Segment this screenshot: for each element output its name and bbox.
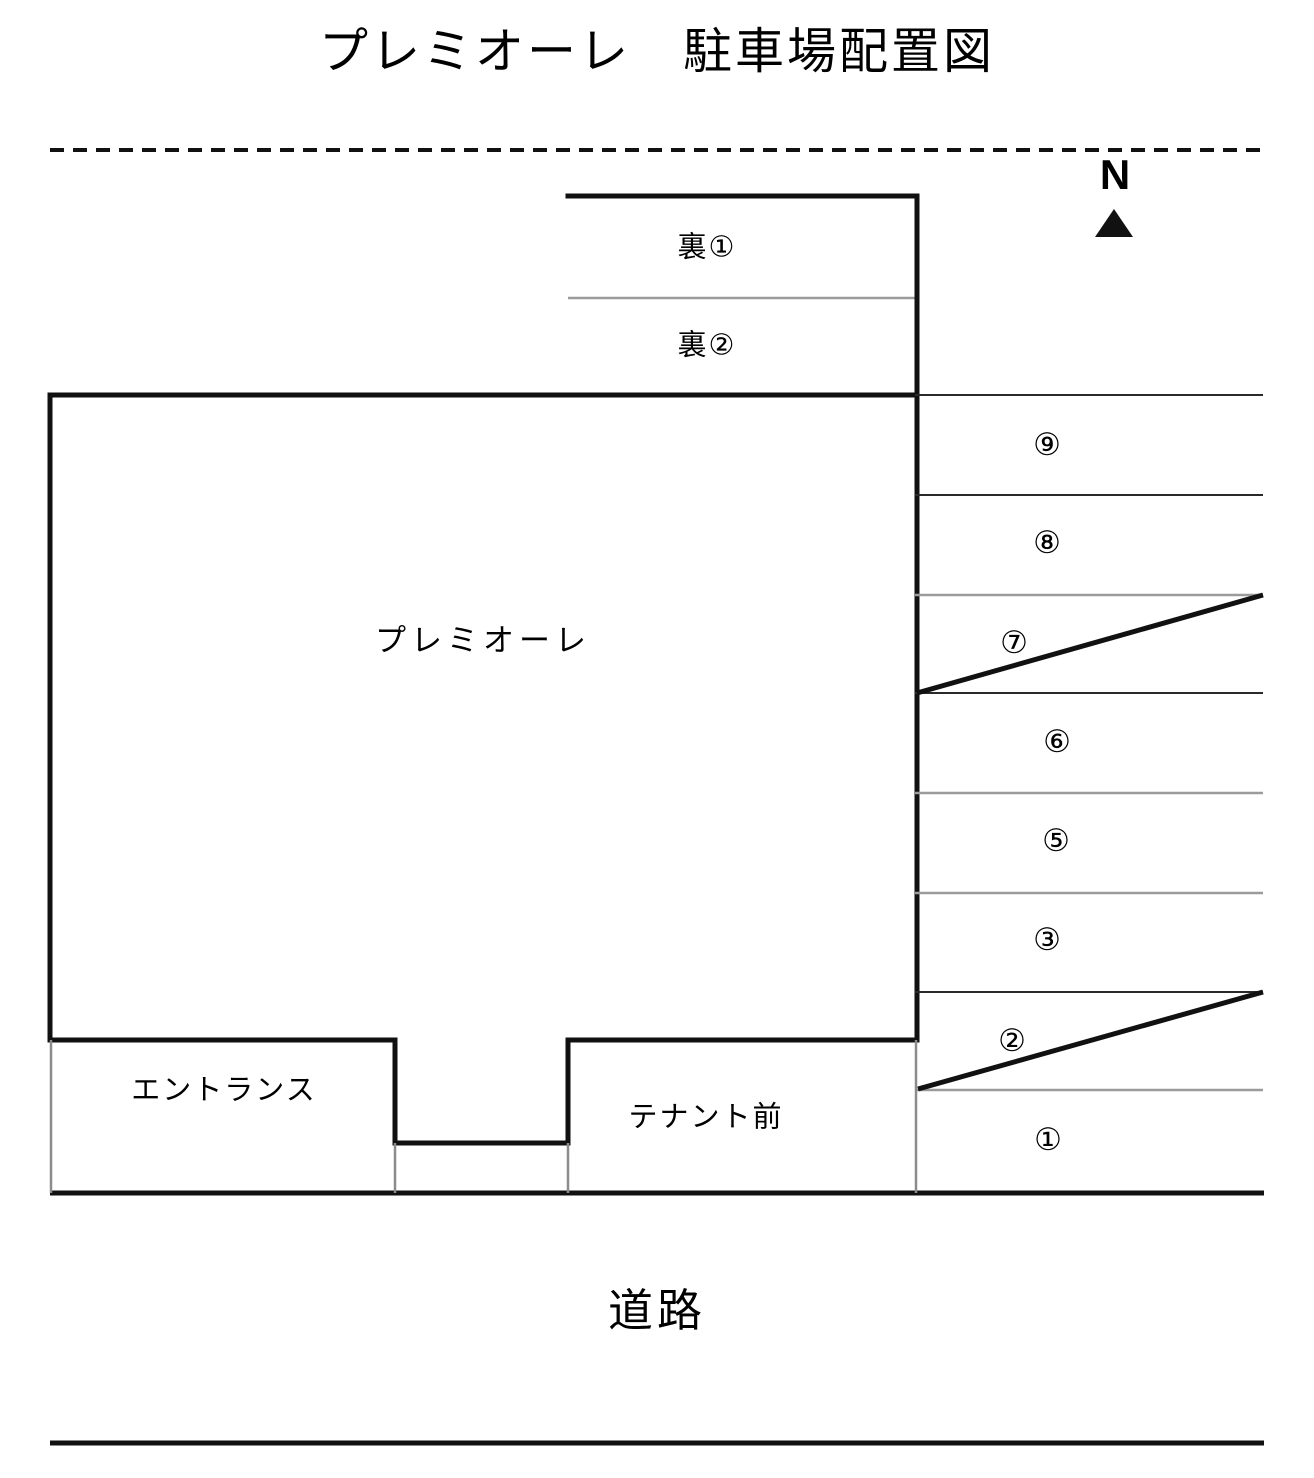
stall-label-8: ⑧	[1033, 525, 1061, 560]
rear-parking-block: 裏① 裏②	[565, 193, 920, 362]
stall-label-2: ②	[998, 1023, 1026, 1058]
page-title: プレミオーレ 駐車場配置図	[319, 25, 995, 79]
stall-label-6: ⑥	[1043, 724, 1071, 759]
stall-label-5: ⑤	[1042, 823, 1070, 858]
north-arrow-icon	[1095, 209, 1133, 237]
zone-label-entrance: エントランス	[131, 1075, 316, 1107]
compass-letter-north: N	[1100, 151, 1130, 198]
ground-floor-zones: エントランス テナント前	[49, 1040, 1264, 1196]
main-building-outline: プレミオーレ	[47, 193, 920, 1146]
building-footprint-path	[47, 193, 920, 1146]
road-label: 道路	[608, 1285, 706, 1336]
stall-label-9: ⑨	[1033, 427, 1061, 462]
stall-label-ura-1: 裏①	[678, 231, 737, 264]
stall-label-3: ③	[1033, 922, 1061, 957]
ramp-line-stall-2	[917, 989, 1264, 1092]
road-area: 道路	[50, 1285, 1264, 1446]
east-parking-column: ⑨ ⑧ ⑦ ⑥ ⑤ ③ ② ①	[914, 394, 1264, 1193]
zone-label-tenant-front: テナント前	[628, 1101, 783, 1134]
building-name-label: プレミオーレ	[375, 623, 591, 658]
stall-label-7: ⑦	[1000, 625, 1028, 660]
stall-label-ura-2: 裏②	[678, 329, 737, 362]
ramp-line-stall-7	[916, 592, 1264, 696]
stall-label-1: ①	[1034, 1122, 1062, 1157]
compass-group: N	[1095, 151, 1133, 237]
